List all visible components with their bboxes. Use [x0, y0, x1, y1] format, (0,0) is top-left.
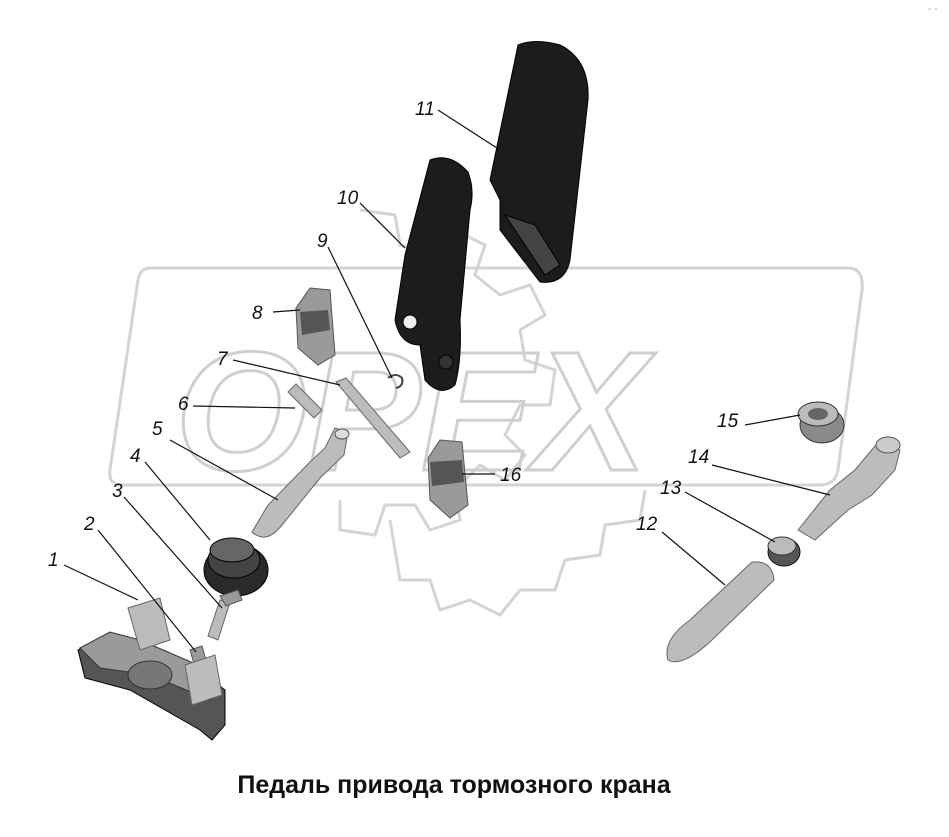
part-12-cone — [666, 561, 775, 663]
part-15-bushing — [797, 401, 845, 444]
label-15: 15 — [717, 411, 739, 432]
part-6-short-pin — [287, 383, 323, 419]
label-11: 11 — [415, 99, 435, 120]
label-1: 1 — [48, 550, 59, 571]
part-4-rubber-boot — [203, 537, 269, 597]
part-7-pin — [335, 377, 411, 459]
label-16: 16 — [500, 465, 522, 486]
label-7: 7 — [217, 349, 229, 370]
watermark-frame — [108, 266, 864, 487]
part-9-cotter-pin — [387, 374, 404, 389]
part-5-rod — [251, 427, 350, 538]
leader-lines — [63, 109, 831, 653]
label-9: 9 — [317, 231, 328, 252]
diagram-title: Педаль привода тормозного крана — [237, 771, 671, 799]
part-1-base — [77, 597, 226, 741]
label-5: 5 — [152, 419, 163, 440]
label-10: 10 — [337, 188, 359, 209]
callout-labels: 11 10 9 8 7 6 5 4 3 2 1 16 15 14 13 12 — [48, 99, 739, 571]
label-6: 6 — [178, 394, 189, 415]
watermark-text: OPEX — [175, 317, 656, 507]
corner-mark: - - — [928, 4, 937, 15]
label-14: 14 — [688, 447, 709, 468]
label-8: 8 — [252, 303, 263, 324]
part-3-bolt — [207, 589, 243, 641]
label-4: 4 — [130, 446, 141, 467]
watermark-gear-lower — [388, 489, 647, 617]
part-16-bracket — [427, 439, 469, 519]
part-14-shaft — [797, 436, 901, 541]
part-11-pedal-pad — [489, 41, 589, 283]
part-10-pedal-lever — [394, 157, 473, 391]
label-2: 2 — [83, 514, 95, 535]
label-3: 3 — [112, 481, 123, 502]
watermark-logo: OPEX — [108, 208, 864, 617]
label-13: 13 — [660, 478, 682, 499]
part-8-bracket — [295, 287, 336, 366]
label-12: 12 — [636, 514, 658, 535]
